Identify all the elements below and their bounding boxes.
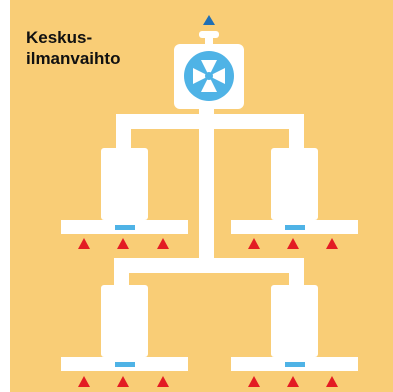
supply-arrow-icon <box>287 376 299 387</box>
exhaust-duct <box>205 36 213 48</box>
upper-branch-duct <box>116 114 304 129</box>
exhaust-arrow-icon <box>203 15 215 25</box>
fan-icon <box>184 51 234 101</box>
supply-arrow-icon <box>248 238 260 249</box>
supply-arrow-icon <box>78 238 90 249</box>
supply-arrow-icon <box>248 376 260 387</box>
supply-arrow-icon <box>326 238 338 249</box>
air-handler-upper-left <box>101 148 148 220</box>
vent-slot-upper-right <box>285 225 305 230</box>
air-handler-upper-right <box>271 148 318 220</box>
vent-slot-lower-left <box>115 362 135 367</box>
main-supply-duct <box>199 107 214 272</box>
air-handler-lower-left <box>101 285 148 357</box>
exhaust-outlet <box>199 31 219 38</box>
title-line-1: Keskus- <box>26 28 93 47</box>
diagram-title: Keskus- ilmanvaihto <box>26 27 120 69</box>
vent-slot-upper-left <box>115 225 135 230</box>
title-line-2: ilmanvaihto <box>26 49 121 68</box>
lower-branch-duct <box>114 258 304 273</box>
supply-arrow-icon <box>78 376 90 387</box>
supply-arrow-icon <box>287 238 299 249</box>
supply-arrow-icon <box>157 376 169 387</box>
supply-arrow-icon <box>117 376 129 387</box>
air-handler-lower-right <box>271 285 318 357</box>
duct-network <box>61 107 358 371</box>
vent-slot-lower-right <box>285 362 305 367</box>
supply-arrow-icon <box>117 238 129 249</box>
supply-arrow-icon <box>326 376 338 387</box>
supply-arrow-icon <box>157 238 169 249</box>
